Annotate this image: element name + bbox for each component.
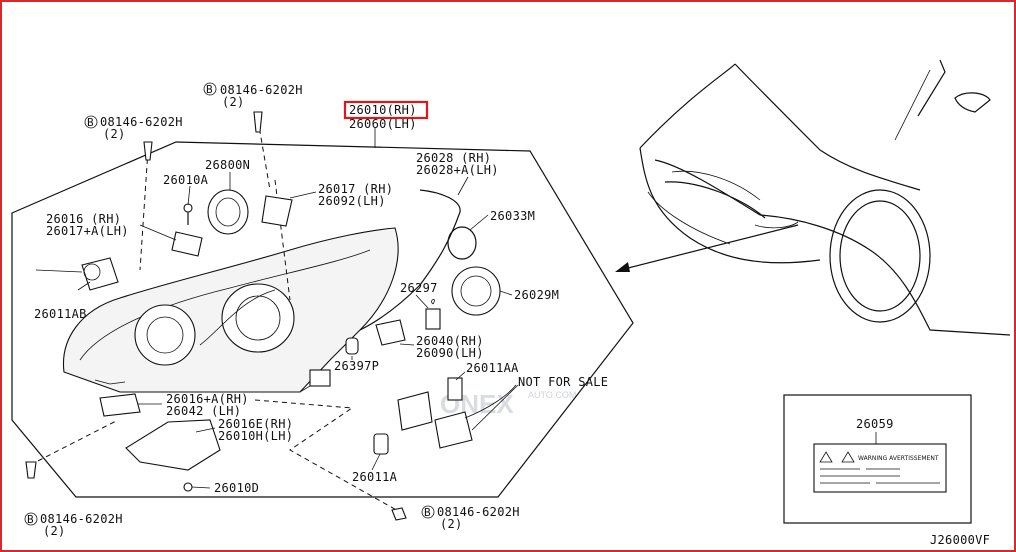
part-labels: B 08146-6202H (2) B 08146-6202H (2) 2601… — [24, 82, 608, 538]
label-26010D: 26010D — [214, 481, 259, 495]
label-26059: 26059 — [856, 417, 894, 431]
label-26297: 26297 — [400, 281, 438, 295]
label-bolt-top-center: 08146-6202H — [220, 83, 303, 97]
bolt-prefix-bottom-center: B — [424, 506, 431, 519]
label-26092: 26092(LH) — [318, 194, 386, 208]
label-26033M: 26033M — [490, 209, 535, 223]
label-headlamp-rh: 26010(RH) — [349, 103, 417, 117]
bolt-prefix-bottom-left: B — [27, 513, 34, 526]
label-26040: 26040(RH) — [416, 334, 484, 348]
bolt-prefix-top-left: B — [87, 116, 94, 129]
label-26028: 26028 (RH) — [416, 151, 491, 165]
warning-sticker — [813, 443, 947, 493]
warning-sticker-text: WARNING AVERTISSEMENT — [858, 455, 939, 462]
car-illustration — [615, 59, 1011, 336]
label-26029M: 26029M — [514, 288, 559, 302]
label-26016E: 26016E(RH) — [218, 417, 293, 431]
diagram-code: J26000VF — [930, 533, 990, 547]
label-26011AB: 26011AB — [34, 307, 87, 321]
label-bolt-bottom-left: 08146-6202H — [40, 512, 123, 526]
label-bolt-top-left: 08146-6202H — [100, 115, 183, 129]
assembly-outline — [11, 141, 634, 498]
label-26028A: 26028+A(LH) — [416, 163, 499, 177]
label-26800N: 26800N — [205, 158, 250, 172]
label-26017: 26017 (RH) — [318, 182, 393, 196]
bolt-prefix-top-center: B — [206, 83, 213, 96]
label-26090: 26090(LH) — [416, 346, 484, 360]
label-bolt-bottom-left-qty: (2) — [43, 524, 66, 538]
label-bolt-top-center-qty: (2) — [222, 95, 245, 109]
label-headlamp-lh: 26060(LH) — [349, 117, 417, 131]
label-26011A: 26011A — [352, 470, 398, 484]
headlamp-housing — [62, 227, 399, 393]
watermark-domain: AUTO.COM — [528, 390, 576, 400]
label-26042: 26042 (LH) — [166, 404, 241, 418]
label-26016: 26016 (RH) — [46, 212, 121, 226]
leader-lines — [35, 128, 519, 489]
highlight-box-26010 — [343, 100, 429, 120]
label-not-for-sale: NOT FOR SALE — [518, 375, 608, 389]
label-26397P: 26397P — [334, 359, 379, 373]
label-bolt-bottom-center: 08146-6202H — [437, 505, 520, 519]
warning-triangle-icon — [819, 451, 833, 463]
label-26011AA: 26011AA — [466, 361, 519, 375]
warning-triangle-icon-2 — [841, 451, 855, 463]
label-bolt-bottom-center-qty: (2) — [440, 517, 463, 531]
parts — [25, 111, 517, 521]
label-26010A: 26010A — [163, 173, 209, 187]
label-26016A: 26016+A(RH) — [166, 392, 249, 406]
warning-label-panel: 26059 WARNING AVERTISSEMENT — [783, 394, 972, 524]
label-26017A: 26017+A(LH) — [46, 224, 129, 238]
label-26010H: 26010H(LH) — [218, 429, 293, 443]
label-bolt-top-left-qty: (2) — [103, 127, 126, 141]
